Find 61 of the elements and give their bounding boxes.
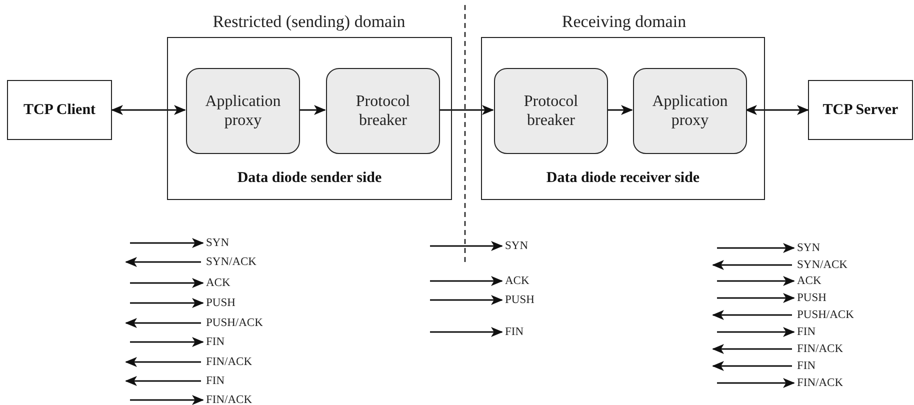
diode-side-box xyxy=(167,37,452,200)
side-caption: Data diode receiver side xyxy=(545,170,701,187)
arrow xyxy=(439,105,494,115)
message-label: SYN/ACK xyxy=(797,258,848,272)
arrow xyxy=(717,327,795,337)
side-caption: Data diode sender side xyxy=(236,170,383,187)
arrow xyxy=(130,337,204,347)
message-label: SYN xyxy=(206,236,230,250)
arrow xyxy=(430,276,503,286)
message-label: SYN xyxy=(797,241,820,255)
arrow xyxy=(430,327,503,337)
message-label: FIN/ACK xyxy=(797,342,844,356)
message-label: FIN xyxy=(206,374,225,388)
message-label: SYN/ACK xyxy=(206,255,256,269)
arrow xyxy=(717,293,795,303)
message-label: ACK xyxy=(505,274,530,288)
arrow xyxy=(130,395,204,405)
endpoint-box: TCP Client xyxy=(7,80,112,140)
process-box: Protocol breaker xyxy=(494,68,608,154)
message-label: SYN xyxy=(505,239,528,253)
process-box: Application proxy xyxy=(186,68,300,154)
message-label: PUSH/ACK xyxy=(206,316,263,330)
arrow xyxy=(125,376,201,386)
message-label: FIN/ACK xyxy=(206,355,252,369)
arrow xyxy=(125,257,201,267)
arrow xyxy=(430,241,503,251)
domain-heading: Receiving domain xyxy=(562,12,686,32)
message-label: FIN xyxy=(206,335,225,349)
arrow xyxy=(712,310,792,320)
arrow xyxy=(607,105,633,115)
message-label: ACK xyxy=(797,274,822,288)
arrow xyxy=(712,344,792,354)
message-label: PUSH xyxy=(505,293,534,307)
arrow xyxy=(130,238,204,248)
message-label: FIN xyxy=(797,325,816,339)
arrow xyxy=(717,276,795,286)
arrow xyxy=(712,361,792,371)
message-label: FIN xyxy=(505,325,524,339)
arrow xyxy=(111,105,186,115)
message-label: PUSH xyxy=(206,296,236,310)
message-label: FIN/ACK xyxy=(206,393,252,405)
arrow xyxy=(299,105,326,115)
endpoint-box: TCP Server xyxy=(808,80,913,140)
arrow xyxy=(745,105,809,115)
arrow xyxy=(130,298,204,308)
arrow xyxy=(717,243,795,253)
message-label: FIN xyxy=(797,359,816,373)
message-label: PUSH/ACK xyxy=(797,308,854,322)
message-label: FIN/ACK xyxy=(797,376,844,390)
process-box: Protocol breaker xyxy=(326,68,440,154)
arrow xyxy=(430,295,503,305)
arrow xyxy=(717,378,795,388)
message-label: ACK xyxy=(206,276,230,290)
arrow xyxy=(712,260,792,270)
arrow xyxy=(125,318,201,328)
arrow xyxy=(130,278,204,288)
process-box: Application proxy xyxy=(633,68,747,154)
domain-heading: Restricted (sending) domain xyxy=(212,12,406,32)
message-label: PUSH xyxy=(797,291,826,305)
diode-side-box xyxy=(481,37,765,200)
arrow xyxy=(125,357,201,367)
